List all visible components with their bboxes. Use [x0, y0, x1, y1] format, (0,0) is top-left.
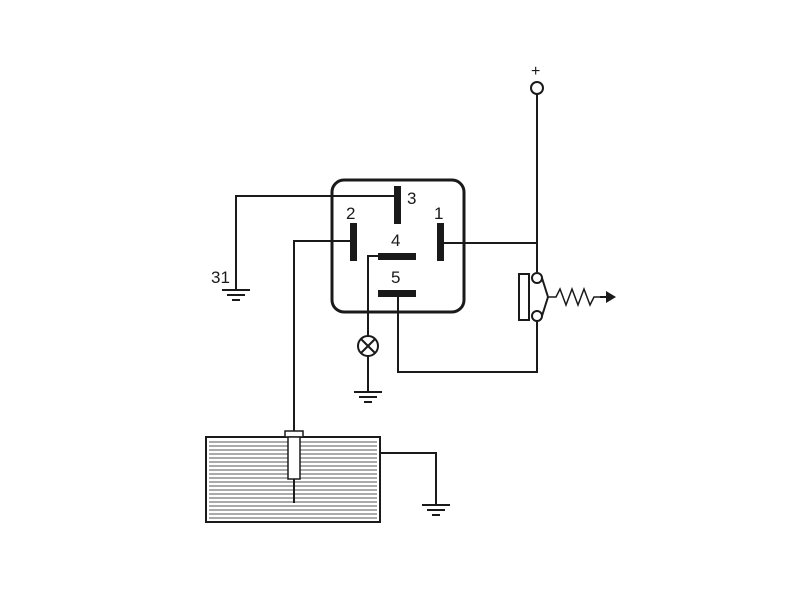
contact-2 [350, 223, 357, 261]
terminal-label-5: 5 [391, 268, 400, 287]
ground-icon [222, 289, 250, 301]
terminal-label-1: 1 [434, 204, 443, 223]
spring-switch-icon [518, 272, 616, 322]
wire-terminal-2-to-sensor [293, 240, 350, 432]
lamp-icon [357, 335, 379, 357]
sensor-cap [284, 430, 304, 438]
supply-terminal [530, 81, 544, 95]
ground-icon [354, 391, 382, 403]
wire-terminal-3-to-ground [235, 195, 394, 290]
terminal-label-4: 4 [391, 231, 400, 250]
supply-plus-label: + [531, 63, 540, 80]
ground-icon [422, 504, 450, 516]
wire-terminal-4-to-lamp [367, 255, 378, 336]
ground-label-31: 31 [211, 268, 230, 287]
terminal-label-2: 2 [346, 204, 355, 223]
sensor-probe [287, 436, 301, 480]
contact-3 [394, 186, 401, 224]
tank-sensor-icon [205, 430, 381, 523]
contact-1 [437, 223, 444, 261]
contact-5 [378, 290, 416, 297]
contact-4 [378, 253, 416, 260]
terminal-label-3: 3 [407, 189, 416, 208]
wire-tank-to-ground [380, 452, 437, 505]
wire-switch-to-terminal-5 [397, 297, 538, 373]
